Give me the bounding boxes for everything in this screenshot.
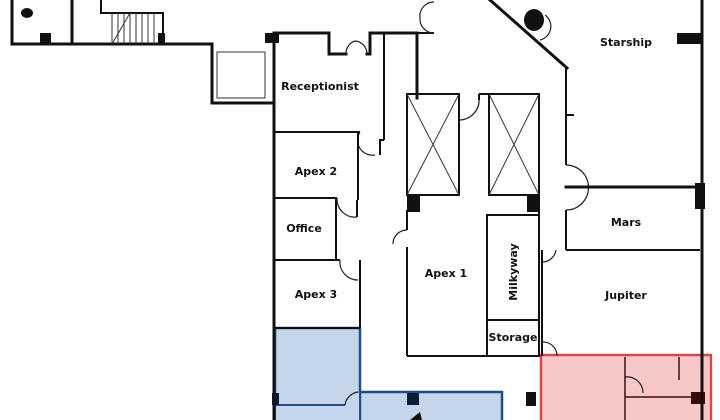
top-left-rooms	[10, 0, 279, 105]
room-label-apex-3[interactable]: Apex 3	[295, 288, 337, 301]
highlight-zone-blue[interactable]	[272, 326, 504, 420]
elevator-shafts	[406, 93, 540, 212]
apex1-block	[392, 210, 557, 357]
walls	[272, 1, 435, 420]
room-label-milkyway[interactable]: Milkyway	[507, 243, 520, 300]
room-label-apex-2[interactable]: Apex 2	[295, 165, 337, 178]
room-label-jupiter[interactable]: Jupiter	[604, 289, 647, 302]
room-label-apex-1[interactable]: Apex 1	[425, 267, 467, 280]
room-label-office[interactable]: Office	[286, 222, 322, 235]
room-label-storage[interactable]: Storage	[489, 331, 538, 344]
east-rooms	[487, 0, 705, 420]
room-label-starship[interactable]: Starship	[600, 36, 652, 49]
highlight-zone-red[interactable]	[539, 353, 713, 420]
room-label-receptionist[interactable]: Receptionist	[281, 80, 359, 93]
room-label-mars[interactable]: Mars	[611, 216, 642, 229]
